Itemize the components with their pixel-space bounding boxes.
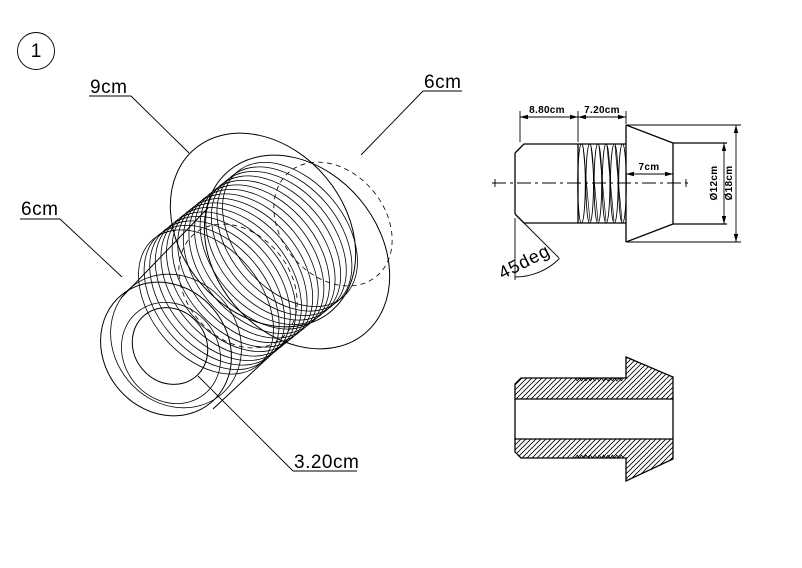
body-radius-label: 6cm [21, 199, 58, 220]
dim-lengths: 8.80cm 7.20cm [519, 105, 627, 142]
head-front-diameter-dim: Ø12cm [709, 166, 720, 201]
head-length-dim: 7cm [639, 162, 660, 173]
side-view: 8.80cm 7.20cm 7cm Ø12cm Ø18cm [492, 105, 741, 283]
cylinder-silhouette-lower [212, 337, 290, 410]
bore-edge [131, 307, 209, 385]
cone-outline [625, 124, 674, 243]
dim-head-front-diameter: Ø12cm [709, 143, 727, 224]
thread-serration-bottom [574, 454, 624, 459]
head-face-outline [672, 142, 727, 225]
bore-radius-label: 3.20cm [294, 452, 359, 473]
thread-coils [138, 162, 358, 375]
dim-chamfer-angle: 45deg [495, 215, 560, 283]
balloon-number: 1 [31, 41, 42, 62]
head-front-face-edge [273, 161, 393, 287]
section-upper-wall [514, 356, 674, 400]
item-balloon: 1 [17, 32, 55, 70]
body-outline [514, 143, 626, 224]
front-face-radius-label: 6cm [424, 72, 461, 93]
section-lower-wall [514, 438, 674, 483]
leader-head-radius: 9cm [89, 77, 190, 154]
section-view [514, 356, 674, 483]
isometric-view: 9cm 6cm 6cm 3.20cm [20, 72, 462, 473]
head-base-front-edge [203, 154, 391, 350]
thread-serration-top [574, 377, 624, 382]
dim-head-max-diameter: Ø18cm [626, 124, 741, 243]
balloon-circle [17, 32, 55, 70]
thread-length-dim: 7.20cm [584, 105, 620, 116]
thread-section [577, 143, 627, 224]
bore-opening-edges [514, 399, 674, 439]
body-length-dim: 8.80cm [529, 105, 565, 116]
leader-front-face-radius: 6cm [360, 72, 462, 156]
head-max-diameter-dim: Ø18cm [724, 166, 735, 201]
head-radius-label: 9cm [90, 77, 127, 98]
dim-head-length: 7cm [626, 162, 673, 177]
cylinder-silhouette-upper [120, 207, 209, 299]
leader-body-radius: 6cm [20, 199, 123, 278]
leader-bore-radius: 3.20cm [197, 375, 359, 473]
center-line-ticks [494, 179, 687, 187]
head-base-rear-edge [169, 132, 357, 328]
